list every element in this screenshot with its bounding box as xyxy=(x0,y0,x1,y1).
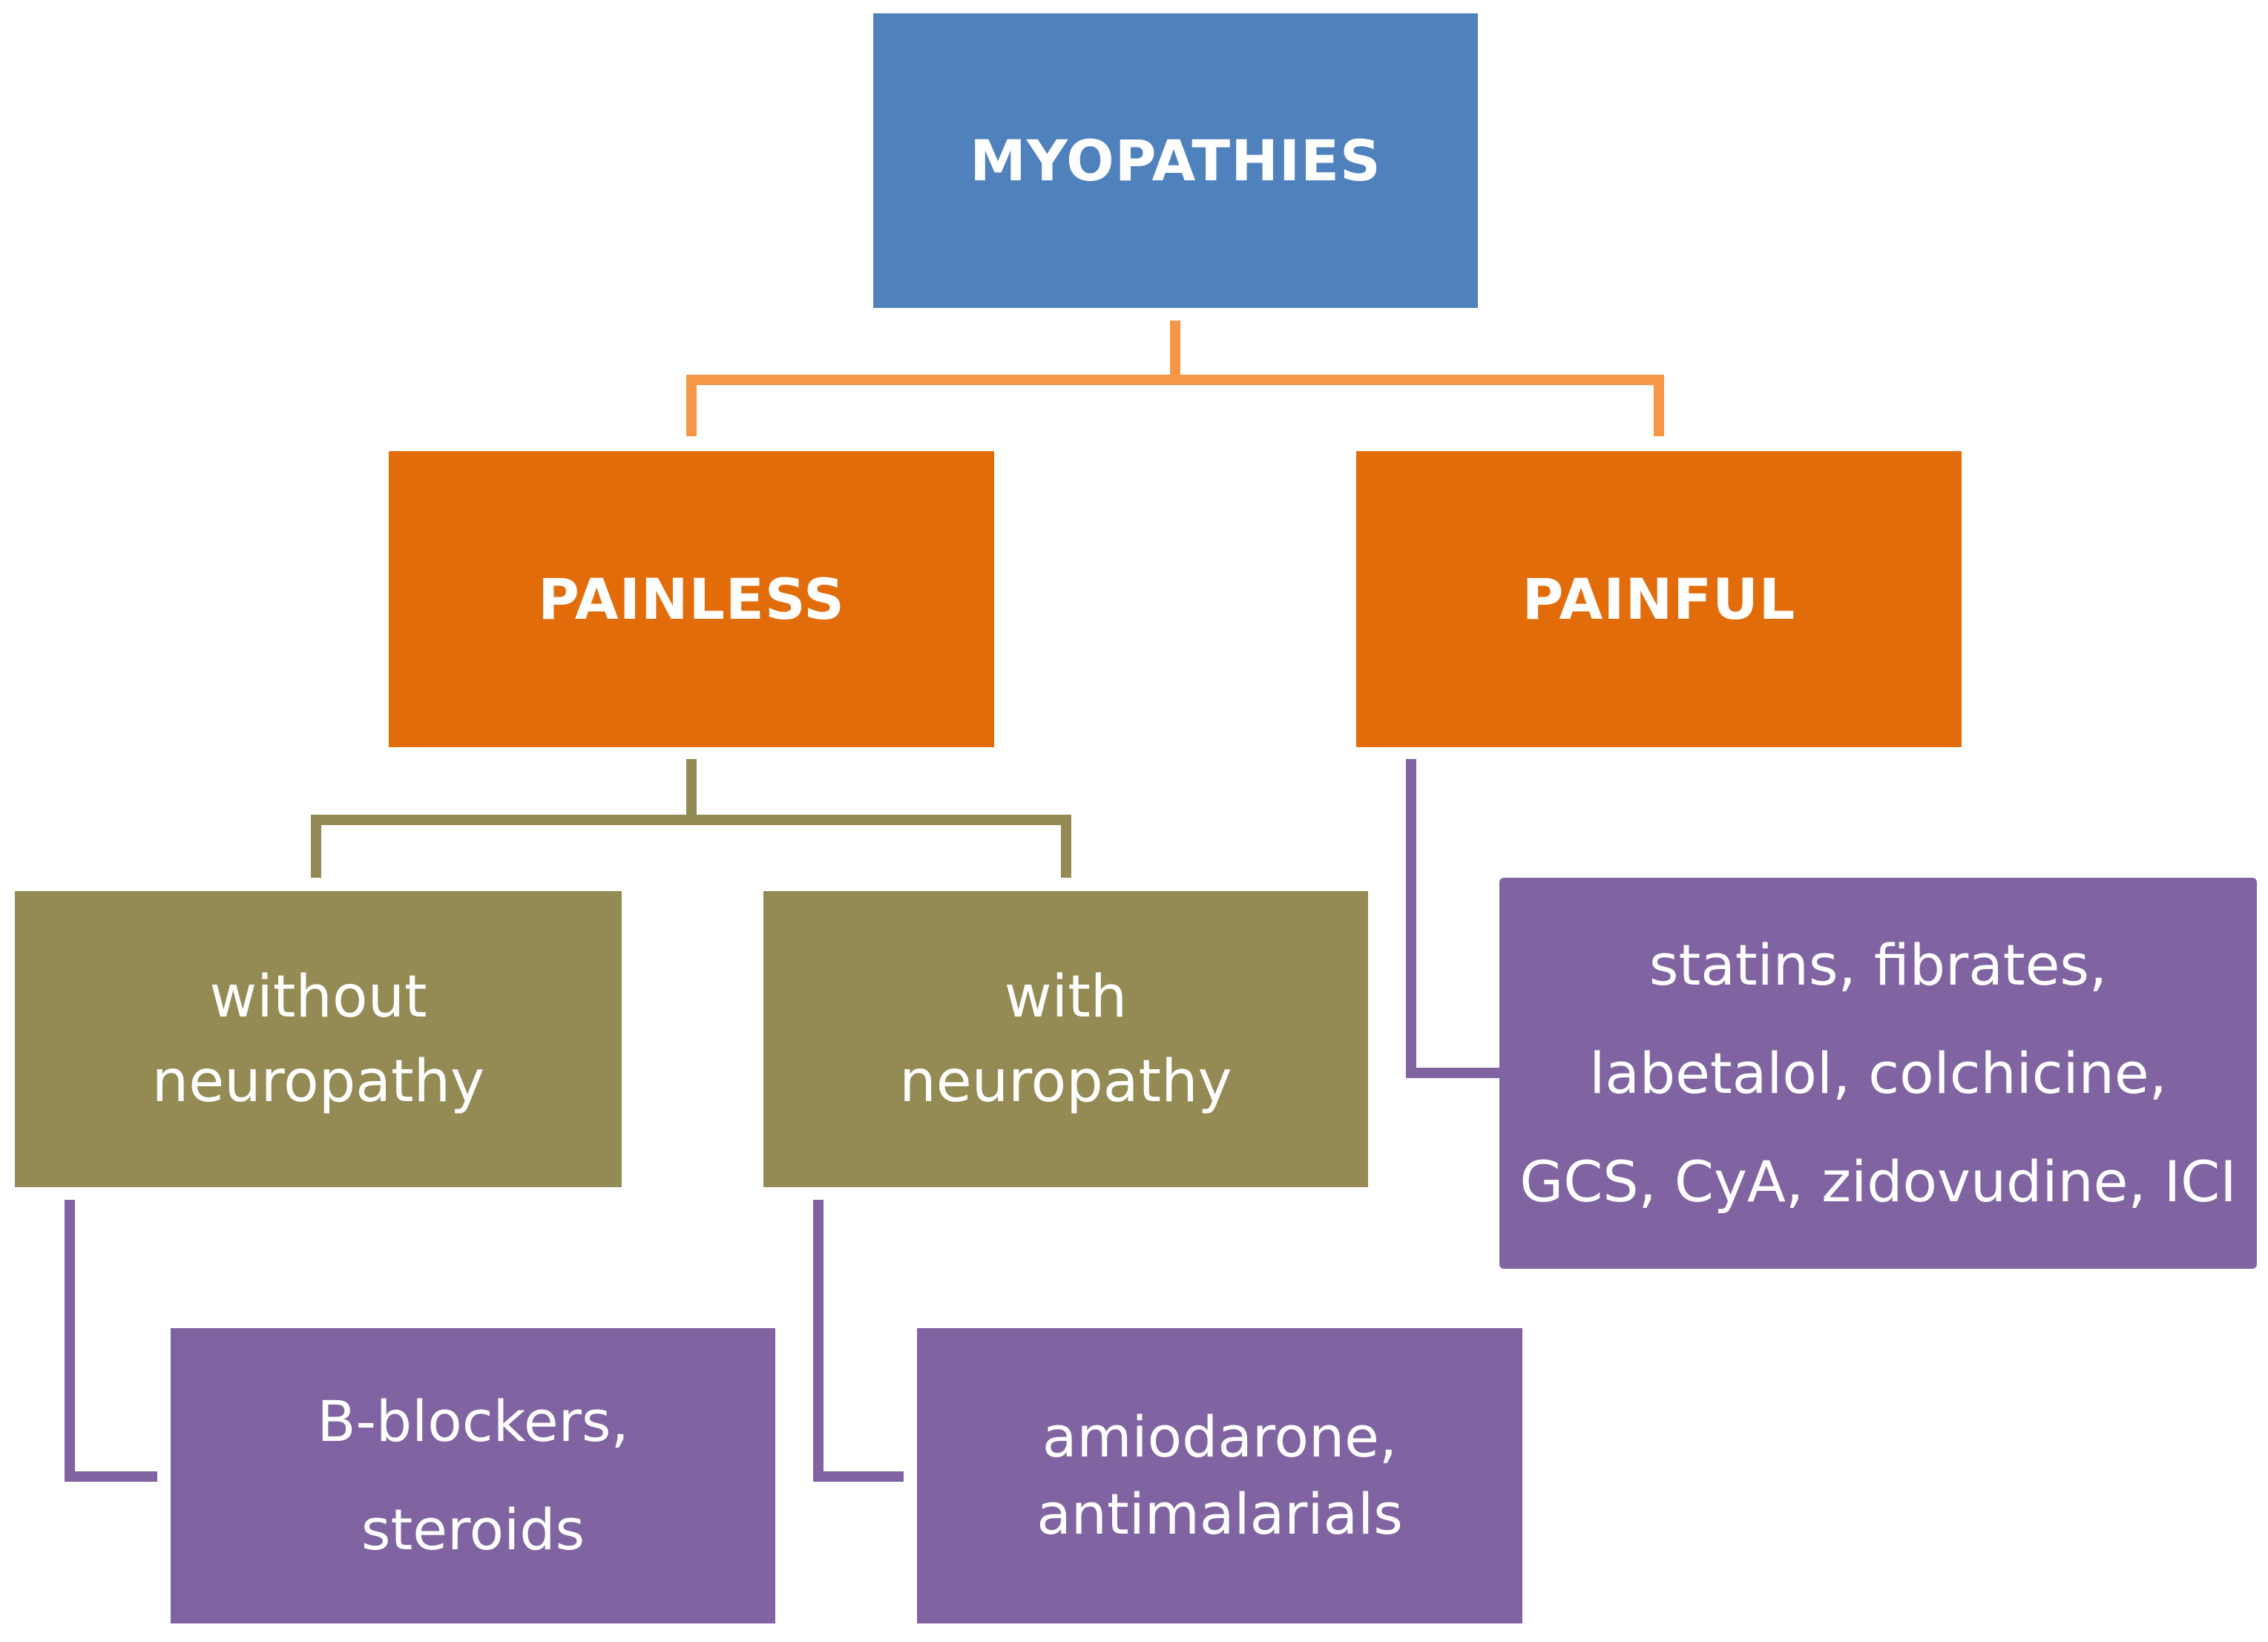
connector-root-to-level1 xyxy=(686,321,1664,436)
node-painless: PAINLESS xyxy=(389,451,994,747)
node-painful: PAINFUL xyxy=(1356,451,1962,747)
connector-painful-to-drugs xyxy=(1406,759,1499,1078)
node-drugs-with-line-1: amiodarone, xyxy=(1042,1404,1398,1470)
node-drugs-painful-line-2: labetalol, colchicine, xyxy=(1589,1040,2167,1106)
node-drugs-with-neuropathy: amiodarone, antimalarials xyxy=(917,1328,1522,1623)
node-drugs-painful-line-3: GCS, CyA, zidovudine, ICI xyxy=(1519,1148,2237,1215)
node-drugs-without-neuropathy: B-blockers, steroids xyxy=(171,1328,775,1623)
node-painful-label: PAINFUL xyxy=(1522,566,1796,632)
node-with-neuropathy-line-1: with xyxy=(1004,963,1128,1031)
node-without-neuropathy: without neuropathy xyxy=(15,891,622,1187)
node-myopathies: MYOPATHIES xyxy=(873,13,1478,308)
node-with-neuropathy: with neuropathy xyxy=(763,891,1368,1187)
node-myopathies-label: MYOPATHIES xyxy=(970,128,1381,194)
node-painless-label: PAINLESS xyxy=(538,566,845,632)
node-drugs-painful: statins, fibrates, labetalol, colchicine… xyxy=(1499,878,2257,1269)
connector-painless-to-level2 xyxy=(311,759,1071,878)
node-drugs-with-line-2: antimalarials xyxy=(1036,1481,1403,1547)
node-drugs-without-line-2: steroids xyxy=(361,1497,585,1563)
node-with-neuropathy-line-2: neuropathy xyxy=(899,1048,1232,1115)
connector-without-to-drugs xyxy=(65,1200,157,1482)
node-without-neuropathy-line-1: without xyxy=(209,963,427,1031)
connector-with-to-drugs xyxy=(813,1200,904,1482)
node-drugs-without-line-1: B-blockers, xyxy=(317,1388,629,1454)
node-drugs-painful-line-1: statins, fibrates, xyxy=(1649,931,2108,998)
node-without-neuropathy-line-2: neuropathy xyxy=(151,1048,485,1115)
